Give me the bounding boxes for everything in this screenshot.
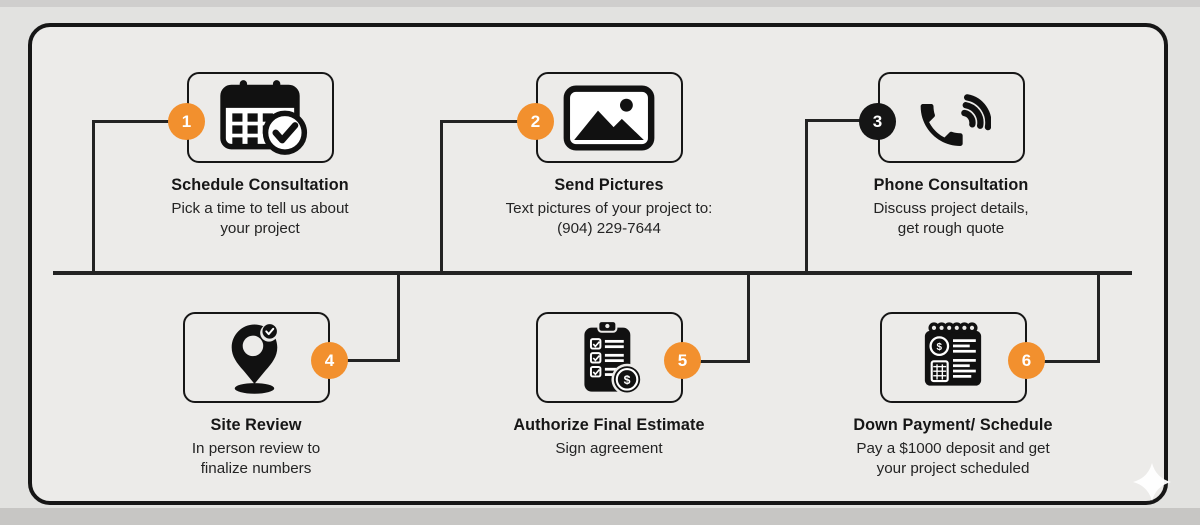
step-number-badge: 5 xyxy=(664,342,701,379)
step-title: Schedule Consultation xyxy=(171,176,349,194)
picture-icon xyxy=(561,84,657,151)
step-number: 4 xyxy=(324,350,335,370)
step-title: Send Pictures xyxy=(554,176,664,194)
timeline-line xyxy=(53,271,1132,275)
step-number-badge: 2 xyxy=(517,103,554,140)
step-number-badge: 4 xyxy=(311,342,348,379)
connector-4-vertical xyxy=(397,273,400,362)
step-card xyxy=(535,72,683,163)
top-edge-band xyxy=(0,0,1200,7)
connector-1-horizontal xyxy=(92,120,187,123)
step-card xyxy=(877,72,1025,163)
step-title: Phone Consultation xyxy=(873,176,1029,194)
step-number: 5 xyxy=(677,350,688,370)
step-description-line2: (904) 229-7644 xyxy=(557,220,661,237)
connector-5-horizontal xyxy=(682,360,750,363)
step-number: 2 xyxy=(530,111,541,131)
receipt-icon: $ xyxy=(911,321,995,394)
connector-3-horizontal xyxy=(805,119,878,122)
step-description-line1: Pick a time to tell us about xyxy=(171,200,349,217)
step-title: Authorize Final Estimate xyxy=(513,416,705,434)
step-description-line2: get rough quote xyxy=(897,220,1005,237)
step-number: 6 xyxy=(1021,350,1032,370)
step-schedule-consultation: 1 Schedule Consultation Pick a time to t… xyxy=(110,72,410,239)
connector-5-vertical xyxy=(747,273,750,363)
step-description: Pick a time to tell us about your project xyxy=(110,199,410,239)
step-card xyxy=(186,72,334,163)
step-description-line2: your project scheduled xyxy=(876,460,1030,477)
step-description: Sign agreement xyxy=(459,439,759,459)
step-description: Discuss project details, get rough quote xyxy=(801,199,1101,239)
step-authorize-final-estimate: $ 5 Authorize Final Estimate Sign agreem… xyxy=(459,312,759,459)
step-site-review: 4 Site Review In person review to finaliz… xyxy=(106,312,406,479)
step-description: In person review to finalize numbers xyxy=(106,439,406,479)
step-number-badge: 6 xyxy=(1008,342,1045,379)
step-title: Site Review xyxy=(210,416,302,434)
step-description-line2: your project xyxy=(220,220,300,237)
step-number: 3 xyxy=(872,111,883,131)
step-number-badge: 3 xyxy=(859,103,896,140)
svg-text:$: $ xyxy=(937,342,943,353)
phone-icon xyxy=(911,83,991,153)
clipboard-dollar-icon: $ xyxy=(568,317,650,399)
step-down-payment-schedule: $ 6 Down Payment/ Schedule Pay a $ xyxy=(803,312,1103,479)
step-description-line2: finalize numbers xyxy=(200,460,312,477)
step-card: $ xyxy=(879,312,1027,403)
calendar-check-icon xyxy=(212,79,308,156)
step-number: 1 xyxy=(181,111,192,131)
step-title: Down Payment/ Schedule xyxy=(853,416,1053,434)
connector-6-horizontal xyxy=(1026,360,1100,363)
connector-2-horizontal xyxy=(440,120,535,123)
step-description-line1: Sign agreement xyxy=(555,440,663,457)
step-send-pictures: 2 Send Pictures Text pictures of your pr… xyxy=(459,72,759,239)
step-card xyxy=(182,312,330,403)
connector-6-vertical xyxy=(1097,273,1100,363)
step-description: Text pictures of your project to: (904) 2… xyxy=(459,199,759,239)
step-description-line1: In person review to xyxy=(191,440,321,457)
connector-2-vertical xyxy=(440,120,443,273)
step-description: Pay a $1000 deposit and get your project … xyxy=(803,439,1103,479)
bottom-edge-band xyxy=(0,508,1200,525)
step-description-line1: Text pictures of your project to: xyxy=(505,200,713,217)
step-description-line1: Discuss project details, xyxy=(873,200,1029,217)
step-card: $ xyxy=(535,312,683,403)
step-phone-consultation: 3 Phone Consultation Discuss project det… xyxy=(801,72,1101,239)
connector-4-horizontal xyxy=(328,359,400,362)
step-description-line1: Pay a $1000 deposit and get xyxy=(856,440,1050,457)
step-number-badge: 1 xyxy=(168,103,205,140)
connector-1-vertical xyxy=(92,120,95,273)
sparkle-icon xyxy=(1132,462,1172,507)
connector-3-vertical xyxy=(805,119,808,273)
svg-text:$: $ xyxy=(624,372,631,386)
site-pin-check-icon xyxy=(218,320,294,396)
